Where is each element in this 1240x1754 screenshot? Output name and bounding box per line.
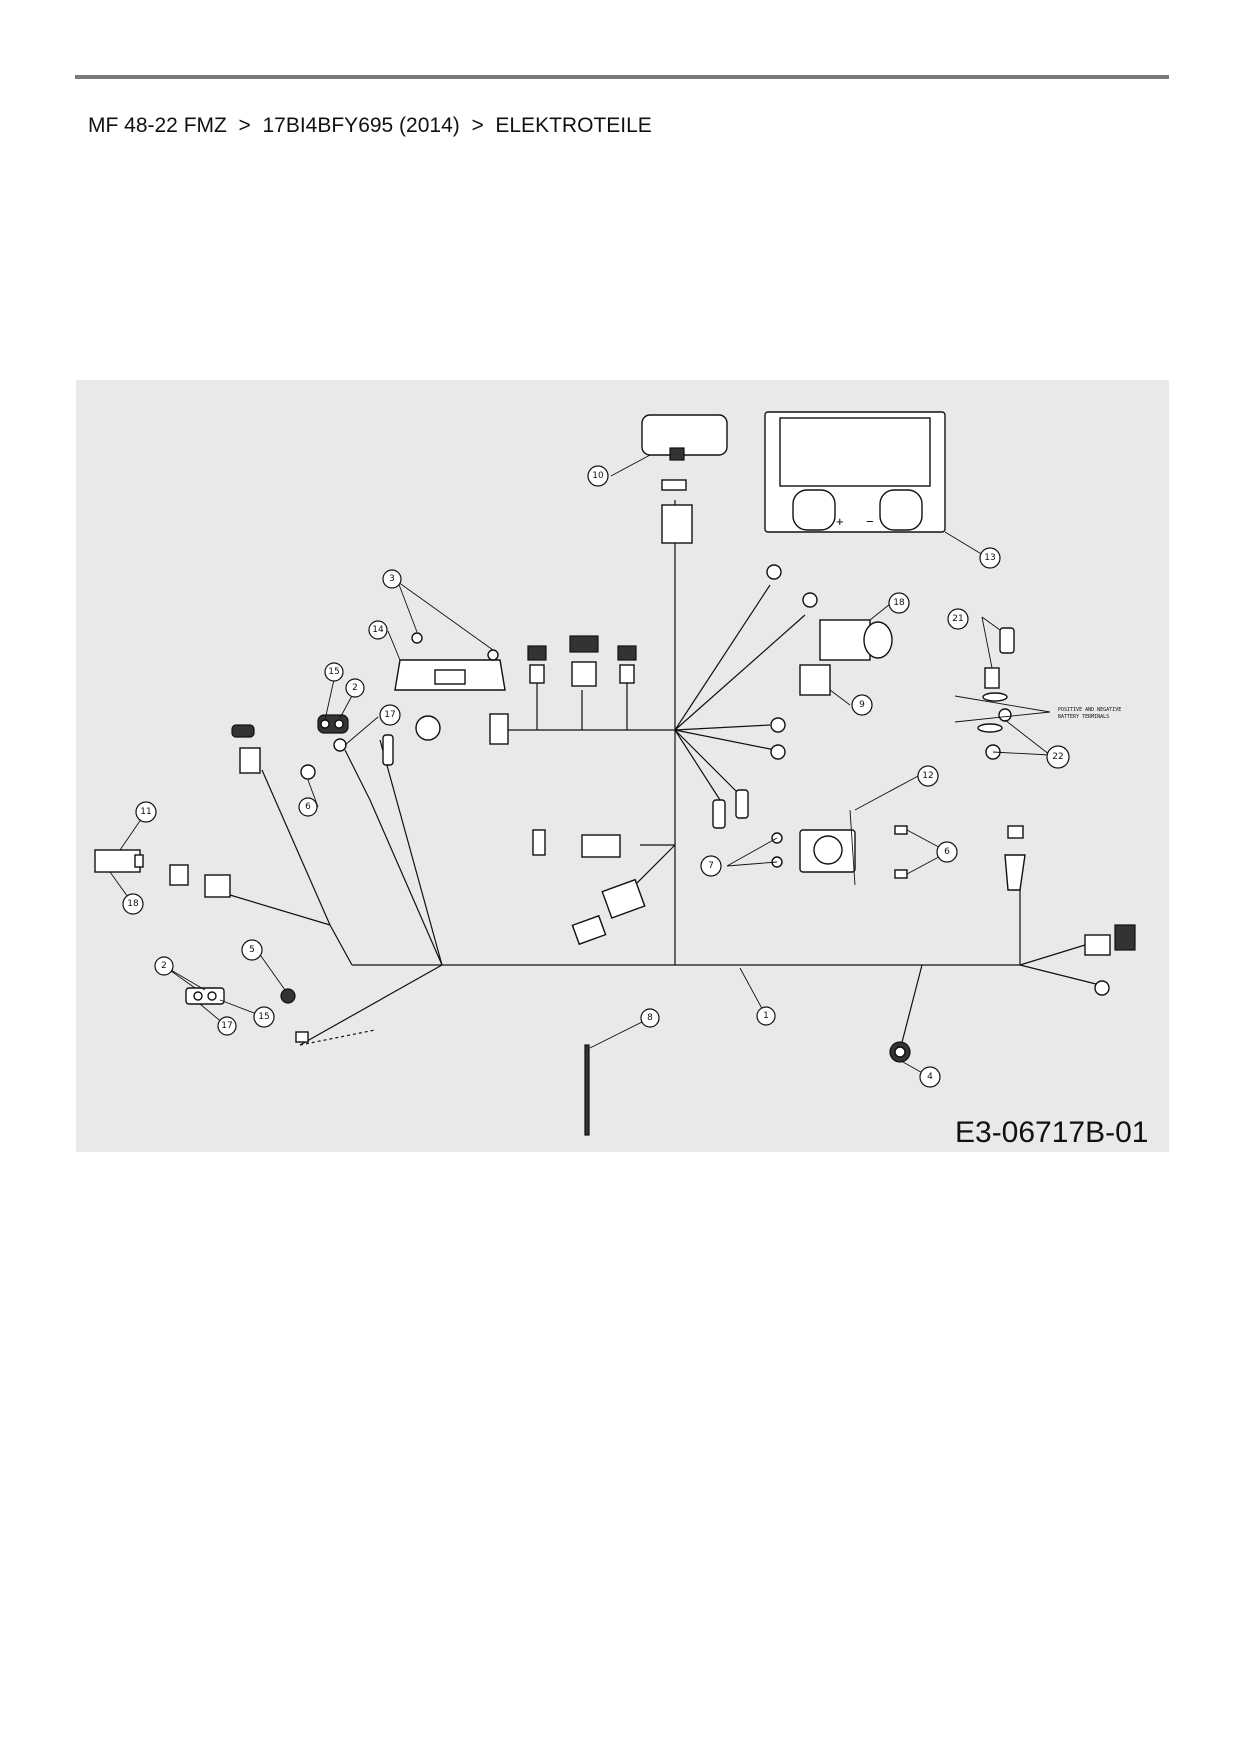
callout-2[interactable]: 2 [345, 678, 365, 698]
battery-part[interactable]: + − [764, 411, 946, 533]
breadcrumb-separator: > [471, 114, 484, 137]
ground-branch-wire [299, 964, 443, 1046]
key-switch-part[interactable] [799, 619, 893, 696]
callouts: 10 13 3 14 15 2 17 6 11 18 18 9 21 22 12… [122, 465, 1070, 1088]
svg-text:10: 10 [592, 471, 604, 481]
ground-terminal-part[interactable] [280, 988, 309, 1043]
battery-negative-symbol: − [866, 514, 874, 529]
breadcrumb-section: ELEKTROTEILE [495, 114, 652, 137]
battery-hardware-part[interactable]: POSITIVE AND NEGATIVE BATTERY TERMINALS [954, 627, 1121, 760]
callout-3[interactable]: 3 [382, 569, 402, 589]
right-connectors[interactable] [1084, 924, 1136, 956]
sensor-branch-wire [899, 964, 923, 1051]
control-module-part[interactable] [532, 829, 646, 946]
svg-text:1: 1 [763, 1011, 769, 1021]
callout-5[interactable]: 5 [241, 939, 263, 961]
right-harness-branch [1019, 880, 1101, 986]
breadcrumb: MF 48-22 FMZ > 17BI4BFY695 (2014) > ELEK… [88, 114, 652, 138]
bolts-part[interactable] [894, 825, 1026, 891]
callout-11[interactable]: 11 [135, 801, 157, 823]
svg-text:6: 6 [944, 847, 950, 857]
lower-switch-part[interactable] [185, 987, 225, 1005]
svg-text:4: 4 [927, 1072, 933, 1082]
cable-tie-part[interactable] [584, 1044, 590, 1136]
svg-text:2: 2 [352, 683, 358, 693]
drawing-code: E3-06717B-01 [955, 1116, 1148, 1149]
callout-6[interactable]: 6 [298, 797, 318, 817]
svg-text:2: 2 [161, 961, 167, 971]
svg-text:6: 6 [305, 802, 311, 812]
svg-text:5: 5 [249, 945, 255, 955]
seat-switch-part[interactable] [317, 714, 394, 766]
callout-17[interactable]: 17 [217, 1016, 237, 1036]
ring-terminals[interactable] [712, 564, 1110, 996]
svg-text:8: 8 [647, 1013, 653, 1023]
ignition-part[interactable] [799, 809, 856, 886]
svg-text:13: 13 [984, 553, 995, 563]
terminal-note-line-1: POSITIVE AND NEGATIVE [1058, 707, 1121, 713]
callout-15[interactable]: 15 [253, 1006, 275, 1028]
callout-22[interactable]: 22 [1046, 745, 1070, 769]
dash-panel-part[interactable] [394, 632, 506, 691]
breadcrumb-separator: > [238, 114, 251, 137]
pto-switch-part[interactable] [94, 849, 231, 898]
callout-1[interactable]: 1 [756, 1006, 776, 1026]
callout-7[interactable]: 7 [700, 855, 722, 877]
callout-8[interactable]: 8 [640, 1008, 660, 1028]
battery-positive-symbol: + [836, 514, 844, 529]
ring-terminal-wires [674, 584, 806, 801]
breadcrumb-serial[interactable]: 17BI4BFY695 (2014) [262, 114, 460, 137]
callout-17[interactable]: 17 [379, 704, 401, 726]
terminal-note-line-2: BATTERY TERMINALS [1058, 714, 1109, 720]
callout-15[interactable]: 15 [324, 662, 344, 682]
sensor-part[interactable] [889, 1041, 911, 1063]
svg-text:18: 18 [127, 899, 139, 909]
wiring-harness-diagram: + − [76, 380, 1169, 1152]
connector-branch-wire [379, 739, 443, 966]
callout-2[interactable]: 2 [154, 956, 174, 976]
callout-14[interactable]: 14 [368, 620, 388, 640]
ground-dashed-lead [299, 1029, 376, 1046]
callout-21[interactable]: 21 [947, 608, 969, 630]
svg-text:15: 15 [258, 1012, 269, 1022]
svg-text:15: 15 [328, 667, 339, 677]
svg-text:3: 3 [389, 574, 395, 584]
solenoid-part[interactable] [641, 414, 728, 544]
callout-10[interactable]: 10 [587, 465, 609, 487]
bus-connectors[interactable] [415, 635, 637, 745]
svg-text:17: 17 [221, 1021, 232, 1031]
svg-text:22: 22 [1052, 752, 1063, 762]
svg-text:11: 11 [140, 807, 151, 817]
header-rule [75, 75, 1169, 79]
callout-4[interactable]: 4 [919, 1066, 941, 1088]
parts: + − [94, 411, 1136, 1136]
svg-text:7: 7 [708, 861, 714, 871]
svg-text:14: 14 [372, 625, 384, 635]
svg-text:18: 18 [893, 598, 905, 608]
plug-part[interactable] [231, 724, 316, 780]
callout-9[interactable]: 9 [851, 694, 873, 716]
dash-branch-wire [344, 749, 443, 966]
svg-text:12: 12 [922, 771, 933, 781]
svg-text:17: 17 [384, 710, 395, 720]
callout-6[interactable]: 6 [936, 841, 958, 863]
callout-18[interactable]: 18 [888, 592, 910, 614]
svg-text:21: 21 [952, 614, 963, 624]
left-plug-branch [229, 894, 331, 926]
connector-drops [536, 680, 628, 730]
svg-text:9: 9 [859, 700, 865, 710]
callout-13[interactable]: 13 [979, 547, 1001, 569]
breadcrumb-model[interactable]: MF 48-22 FMZ [88, 114, 227, 137]
callout-12[interactable]: 12 [917, 765, 939, 787]
callout-18[interactable]: 18 [122, 893, 144, 915]
